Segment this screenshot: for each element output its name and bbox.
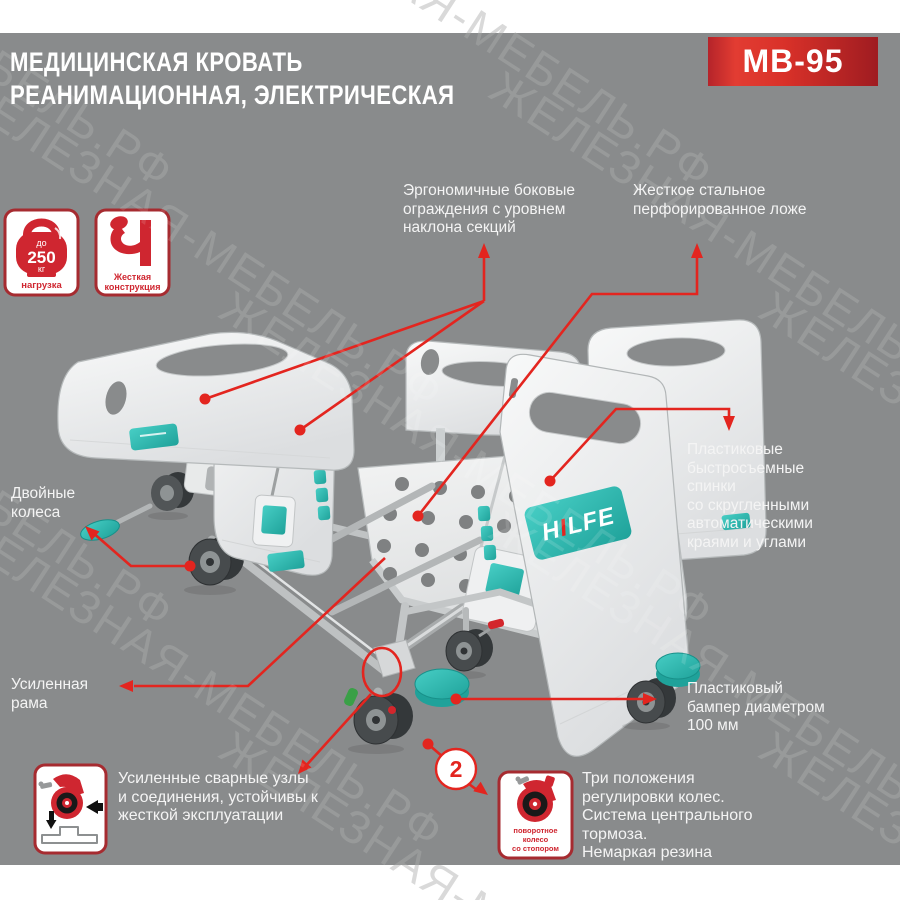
swivel-caption2: колесо bbox=[523, 835, 549, 844]
rigid-caption2: конструкция bbox=[105, 282, 161, 292]
page-title-line2: РЕАНИМАЦИОННАЯ, ЭЛЕКТРИЧЕСКАЯ bbox=[10, 80, 455, 110]
page-title: МЕДИЦИНСКАЯ КРОВАТЬ РЕАНИМАЦИОННАЯ, ЭЛЕК… bbox=[10, 46, 552, 112]
page-title-line1: МЕДИЦИНСКАЯ КРОВАТЬ bbox=[10, 47, 303, 77]
pendant-remote bbox=[252, 467, 296, 548]
swivel-caster-icon bbox=[515, 775, 556, 822]
callout-rails: Эргономичные боковые ограждения с уровне… bbox=[403, 182, 575, 237]
swivel-caster-badge: поворотное колесо со стопором bbox=[497, 770, 574, 860]
load-unit: кг bbox=[38, 264, 46, 274]
side-rail-left bbox=[57, 331, 355, 471]
callout-backs: Пластиковые быстросъемные спинки со скру… bbox=[687, 441, 813, 551]
crank-handle bbox=[80, 503, 153, 541]
caster-step-icon bbox=[38, 774, 103, 844]
load-prefix: до bbox=[36, 238, 46, 248]
callout-deck: Жесткое стальное перфорированное ложе bbox=[633, 182, 807, 218]
load-caption: нагрузка bbox=[21, 280, 62, 291]
swivel-caption1: поворотное bbox=[513, 826, 557, 835]
corner-bumper bbox=[414, 668, 470, 707]
swivel-caption3: со стопором bbox=[512, 844, 559, 853]
callout-dual-wheels: Двойные колеса bbox=[11, 485, 76, 521]
rigid-caption1: Жесткая bbox=[113, 272, 151, 282]
callout-bumper: Пластиковый бампер диаметром 100 мм bbox=[687, 680, 825, 735]
weld-caster-badge bbox=[33, 763, 108, 855]
callout-wheel-modes: Три положения регулировки колес. Система… bbox=[582, 770, 753, 861]
bicep-icon bbox=[110, 216, 151, 266]
caster-wheel-front-center bbox=[348, 687, 413, 754]
brake-pedal-green bbox=[344, 688, 358, 706]
model-badge: МВ-95 bbox=[708, 37, 878, 86]
rail-buttons bbox=[313, 469, 331, 521]
callout-frame: Усиленная рама bbox=[11, 676, 89, 712]
release-lever bbox=[478, 618, 505, 638]
load-value: 250 bbox=[27, 248, 55, 267]
callout-welds: Усиленные сварные узлы и соединения, уст… bbox=[118, 770, 318, 824]
right-end-bumper bbox=[655, 652, 701, 687]
load-capacity-badge: до 250 кг нагрузка bbox=[3, 208, 80, 297]
kettlebell-icon bbox=[16, 218, 67, 277]
rigid-construction-badge: Жесткая конструкция bbox=[94, 208, 171, 297]
